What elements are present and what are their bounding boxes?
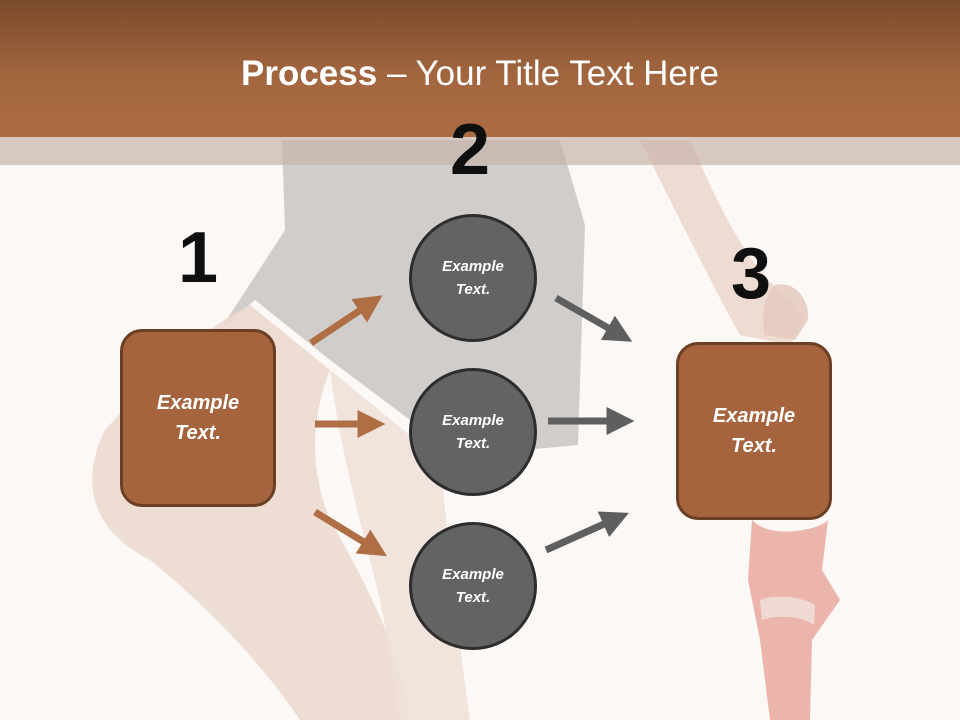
title-bar — [0, 0, 960, 137]
circle-middle-label: Example Text. — [442, 412, 504, 452]
arrow-left-to-bottom — [313, 509, 387, 557]
title-bold: Process — [241, 54, 378, 93]
arrow-top-to-right — [554, 294, 633, 342]
title-underline-strip — [0, 137, 960, 165]
right-box: Example Text. — [676, 342, 832, 520]
slide-title: Process – Your Title Text Here — [0, 52, 960, 96]
step-number-1: 1 — [178, 218, 219, 298]
step-number-3: 3 — [731, 234, 772, 314]
title-rest: – Your Title Text Here — [377, 54, 719, 93]
right-box-label: Example Text. — [712, 405, 796, 457]
left-box: Example Text. — [120, 329, 276, 507]
arrow-left-to-top — [309, 295, 383, 346]
circle-middle: Example Text. — [409, 368, 537, 496]
circle-bottom: Example Text. — [409, 522, 537, 650]
circle-bottom-label: Example Text. — [442, 566, 504, 606]
arrow-bottom-to-right — [544, 511, 629, 554]
circle-top: Example Text. — [409, 214, 537, 342]
circle-top-label: Example Text. — [442, 258, 504, 298]
step-number-2: 2 — [450, 110, 491, 190]
left-box-label: Example Text. — [156, 392, 240, 444]
